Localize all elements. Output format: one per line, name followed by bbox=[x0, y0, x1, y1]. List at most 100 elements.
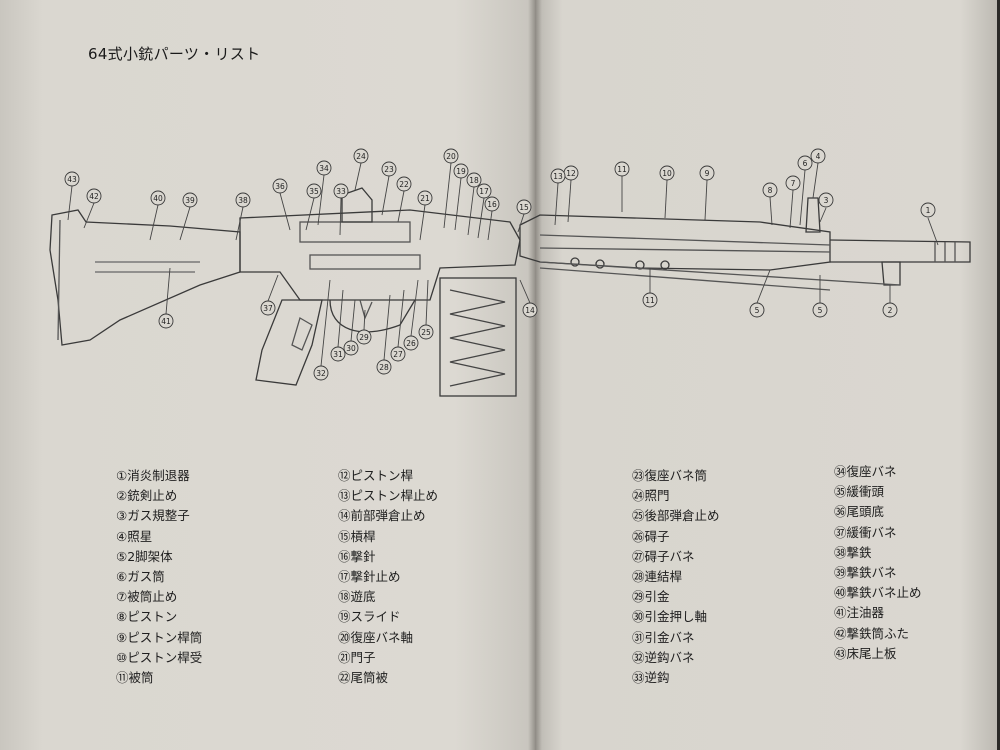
part-item: ㉔照門 bbox=[632, 488, 670, 504]
part-item: ㊵撃鉄バネ止め bbox=[834, 585, 922, 601]
callout-35: 35 bbox=[305, 183, 322, 231]
callout-20: 20 bbox=[443, 148, 459, 229]
svg-text:12: 12 bbox=[566, 169, 576, 178]
rifle-cutaway-diagram: 1 2 3 4 5 5 6 7 8 9 10 11 11 12 13 14 15… bbox=[49, 148, 971, 397]
part-item: ㊷撃鉄筒ふた bbox=[834, 625, 910, 641]
parts-list-column-1: ①消炎制退器 ②銃剣止め ③ガス規整子 ④照星 ⑤2脚架体 ⑥ガス筒 ⑦被筒止め… bbox=[116, 466, 202, 688]
svg-text:26: 26 bbox=[406, 339, 416, 348]
callout-16: 16 bbox=[484, 196, 500, 241]
callout-2: 2 bbox=[882, 285, 898, 318]
right-page bbox=[535, 0, 997, 750]
part-item: ㉑門子 bbox=[338, 649, 376, 665]
svg-text:39: 39 bbox=[185, 196, 195, 205]
page-title: 64式小銃パーツ・リスト bbox=[88, 45, 261, 63]
part-item: ⑦被筒止め bbox=[116, 589, 178, 605]
svg-text:19: 19 bbox=[456, 167, 466, 176]
callout-11b: 11 bbox=[642, 268, 658, 308]
part-item: ⑭前部弾倉止め bbox=[338, 508, 426, 524]
part-item: ⑮槓桿 bbox=[338, 528, 376, 544]
part-item: ⑧ピストン bbox=[116, 609, 178, 625]
part-item: ㊸床尾上板 bbox=[834, 645, 897, 661]
part-item: ㉞復座バネ bbox=[834, 464, 897, 479]
callout-4: 4 bbox=[810, 148, 826, 199]
barrel bbox=[829, 239, 971, 263]
svg-text:18: 18 bbox=[469, 176, 479, 185]
part-item: ㉙引金 bbox=[632, 589, 670, 605]
part-item: ①消炎制退器 bbox=[116, 468, 190, 483]
callout-29: 29 bbox=[356, 309, 372, 345]
part-item: ⑨ピストン桿筒 bbox=[116, 629, 203, 645]
svg-text:35: 35 bbox=[309, 187, 319, 196]
callout-24: 24 bbox=[353, 148, 369, 191]
book-spine bbox=[528, 0, 542, 750]
svg-text:37: 37 bbox=[263, 304, 273, 313]
part-item: ㉚引金押し軸 bbox=[632, 609, 708, 625]
svg-text:41: 41 bbox=[161, 317, 171, 326]
svg-text:16: 16 bbox=[487, 200, 497, 209]
part-item: ㊳撃鉄 bbox=[834, 544, 872, 560]
part-item: ③ガス規整子 bbox=[116, 508, 190, 524]
callout-19: 19 bbox=[453, 163, 469, 231]
svg-text:10: 10 bbox=[662, 169, 672, 178]
svg-text:3: 3 bbox=[824, 196, 829, 205]
callout-10: 10 bbox=[659, 165, 675, 219]
part-item: ⑰撃針止め bbox=[338, 568, 401, 584]
part-item: ㉛引金バネ bbox=[632, 629, 695, 645]
svg-text:31: 31 bbox=[333, 350, 343, 359]
svg-text:32: 32 bbox=[316, 369, 326, 378]
part-item: ⑬ピストン桿止め bbox=[338, 488, 439, 504]
callout-39: 39 bbox=[179, 192, 198, 241]
svg-text:9: 9 bbox=[705, 169, 710, 178]
callout-14: 14 bbox=[519, 279, 538, 318]
svg-text:1: 1 bbox=[926, 206, 931, 215]
part-item: ㉕後部弾倉止め bbox=[632, 508, 720, 524]
part-item: ㉟緩衝頭 bbox=[834, 484, 885, 500]
part-item: ⑯撃針 bbox=[338, 548, 376, 564]
callout-17: 17 bbox=[476, 183, 492, 239]
part-item: ㊲緩衝バネ bbox=[834, 524, 897, 540]
rifle-stock bbox=[49, 209, 241, 346]
svg-text:11: 11 bbox=[645, 296, 655, 305]
callout-7: 7 bbox=[785, 175, 801, 229]
part-item: ㊶注油器 bbox=[834, 605, 885, 621]
part-item: ㉜逆鈎バネ bbox=[632, 649, 695, 665]
part-item: ⑳復座バネ軸 bbox=[338, 629, 414, 645]
svg-text:38: 38 bbox=[238, 196, 248, 205]
callout-43: 43 bbox=[64, 171, 80, 221]
svg-text:33: 33 bbox=[336, 187, 346, 196]
receiver bbox=[239, 209, 521, 301]
svg-text:29: 29 bbox=[359, 333, 369, 342]
svg-text:43: 43 bbox=[67, 175, 77, 184]
callout-11a: 11 bbox=[614, 161, 630, 212]
callout-8: 8 bbox=[762, 182, 778, 226]
part-item: ⑲スライド bbox=[338, 609, 401, 625]
callout-33: 33 bbox=[333, 183, 349, 236]
callout-36: 36 bbox=[272, 178, 291, 231]
callout-25: 25 bbox=[418, 279, 434, 340]
callout-34: 34 bbox=[316, 160, 332, 226]
svg-text:4: 4 bbox=[816, 152, 821, 161]
svg-text:25: 25 bbox=[421, 328, 431, 337]
callout-22: 22 bbox=[396, 176, 412, 223]
callout-12: 12 bbox=[563, 165, 579, 223]
callout-30: 30 bbox=[343, 299, 359, 356]
svg-text:14: 14 bbox=[525, 306, 535, 315]
svg-text:23: 23 bbox=[384, 165, 394, 174]
svg-text:6: 6 bbox=[803, 159, 808, 168]
svg-text:2: 2 bbox=[888, 306, 893, 315]
callout-42: 42 bbox=[83, 188, 102, 229]
callout-9: 9 bbox=[699, 165, 715, 221]
part-item: ⑪被筒 bbox=[116, 669, 154, 685]
callout-32: 32 bbox=[313, 279, 331, 381]
callout-15: 15 bbox=[516, 199, 532, 233]
callout-27: 27 bbox=[390, 289, 406, 362]
callout-1: 1 bbox=[920, 202, 939, 246]
callout-23: 23 bbox=[381, 161, 397, 216]
parts-list-column-3: ㉓復座バネ筒 ㉔照門 ㉕後部弾倉止め ㉖碍子 ㉗碍子バネ ㉘連結桿 ㉙引金 ㉚引… bbox=[632, 466, 720, 688]
part-item: ⑱遊底 bbox=[338, 589, 376, 605]
handguard bbox=[519, 214, 831, 271]
svg-text:8: 8 bbox=[768, 186, 773, 195]
svg-text:20: 20 bbox=[446, 152, 456, 161]
svg-text:42: 42 bbox=[89, 192, 99, 201]
left-page bbox=[0, 0, 535, 750]
